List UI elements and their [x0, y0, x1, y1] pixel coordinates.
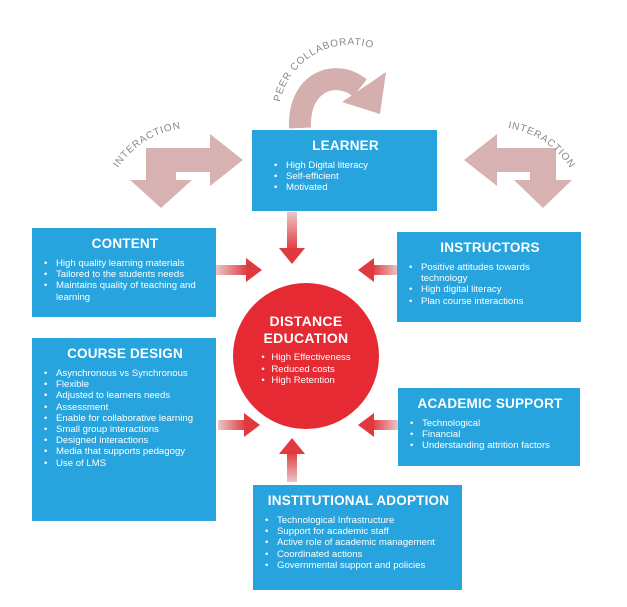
learner-box: LEARNER High Digital literacy Self-effic… [252, 130, 437, 211]
academic-support-box: ACADEMIC SUPPORT Technological Financial… [398, 388, 580, 466]
center-list: High Effectiveness Reduced costs High Re… [261, 352, 350, 387]
list-item: High Digital literacy [274, 160, 427, 171]
list-item: Media that supports pedagogy [44, 446, 206, 457]
arrow-academic-support-to-center [358, 413, 398, 437]
list-item: Use of LMS [44, 458, 206, 469]
instructors-box: INSTRUCTORS Positive attitudes towards t… [397, 232, 581, 322]
list-item: Plan course interactions [409, 296, 571, 307]
interaction-right-arrow [464, 134, 572, 208]
distance-education-circle: DISTANCE EDUCATION High Effectiveness Re… [233, 283, 379, 429]
learner-title: LEARNER [312, 138, 379, 153]
institutional-adoption-box: INSTITUTIONAL ADOPTION Technological Inf… [253, 485, 462, 590]
list-item: Understanding attrition factors [410, 440, 570, 451]
list-item: Adjusted to learners needs [44, 390, 206, 401]
list-item: High Effectiveness [261, 352, 350, 364]
list-item: Flexible [44, 379, 206, 390]
list-item: Tailored to the students needs [44, 269, 206, 280]
course-design-title: COURSE DESIGN [67, 346, 183, 361]
arrow-course-design-to-center [218, 413, 260, 437]
list-item: Coordinated actions [265, 549, 452, 560]
course-design-box: COURSE DESIGN Asynchronous vs Synchronou… [32, 338, 216, 521]
course-design-list: Asynchronous vs Synchronous Flexible Adj… [44, 368, 206, 469]
list-item: Small group interactions [44, 424, 206, 435]
list-item: Maintains quality of teaching and learni… [44, 280, 206, 302]
list-item: High Retention [261, 375, 350, 387]
list-item: Asynchronous vs Synchronous [44, 368, 206, 379]
list-item: Designed interactions [44, 435, 206, 446]
peer-collaboration-arrow [289, 68, 386, 129]
arrow-learner-to-center [279, 212, 305, 264]
interaction-left-arrow [130, 134, 243, 208]
arrow-institutional-to-center [279, 438, 305, 482]
center-title-line1: DISTANCE [269, 313, 343, 329]
learner-list: High Digital literacy Self-efficient Mot… [264, 160, 427, 194]
arrow-instructors-to-center [358, 258, 398, 282]
instructors-title: INSTRUCTORS [440, 240, 540, 255]
content-list: High quality learning materials Tailored… [44, 258, 206, 303]
institutional-adoption-list: Technological Infrastructure Support for… [265, 515, 452, 571]
academic-support-title: ACADEMIC SUPPORT [417, 396, 563, 411]
instructors-list: Positive attitudes towards technology Hi… [409, 262, 571, 307]
list-item: Technological [410, 418, 570, 429]
list-item: Motivated [274, 182, 427, 193]
content-box: CONTENT High quality learning materials … [32, 228, 216, 317]
list-item: Reduced costs [261, 364, 350, 376]
list-item: Assessment [44, 402, 206, 413]
list-item: Active role of academic management [265, 537, 452, 548]
center-title-line2: EDUCATION [263, 330, 349, 346]
list-item: Enable for collaborative learning [44, 413, 206, 424]
list-item: Financial [410, 429, 570, 440]
list-item: Support for academic staff [265, 526, 452, 537]
academic-support-list: Technological Financial Understanding at… [410, 418, 570, 452]
list-item: Self-efficient [274, 171, 427, 182]
list-item: High quality learning materials [44, 258, 206, 269]
arrow-content-to-center [216, 258, 262, 282]
list-item: Technological Infrastructure [265, 515, 452, 526]
list-item: High digital literacy [409, 284, 571, 295]
list-item: Positive attitudes towards technology [409, 262, 571, 284]
content-title: CONTENT [91, 236, 159, 251]
center-title: DISTANCE EDUCATION [233, 313, 379, 347]
list-item: Governmental support and policies [265, 560, 452, 571]
institutional-adoption-title: INSTITUTIONAL ADOPTION [267, 493, 450, 508]
